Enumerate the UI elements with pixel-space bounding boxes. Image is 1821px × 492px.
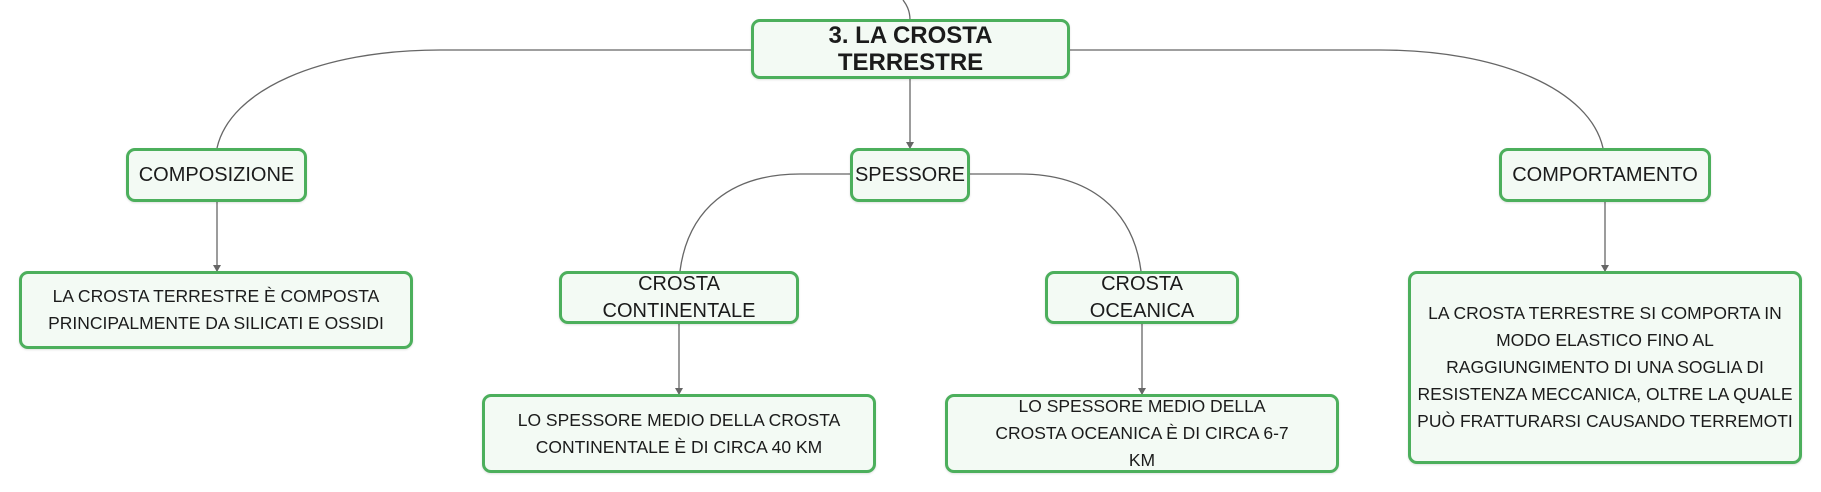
- connector-root-composizione: [216, 49, 752, 149]
- composizione-detail-node[interactable]: LA CROSTA TERRESTRE È COMPOSTA PRINCIPAL…: [19, 271, 413, 349]
- composizione-node[interactable]: COMPOSIZIONE: [126, 148, 307, 202]
- oceanica-detail-text: LO SPESSORE MEDIO DELLA CROSTA OCEANICA …: [995, 396, 1289, 470]
- crosta-oceanica-label: CROSTA OCEANICA: [1089, 272, 1195, 322]
- continentale-detail-text: LO SPESSORE MEDIO DELLA CROSTA CONTINENT…: [517, 409, 841, 457]
- connector-spessore-continentale: [679, 173, 851, 272]
- comportamento-node-label: COMPORTAMENTO: [1512, 163, 1698, 186]
- crosta-oceanica-node[interactable]: CROSTA OCEANICA: [1045, 271, 1239, 324]
- continentale-detail-node[interactable]: LO SPESSORE MEDIO DELLA CROSTA CONTINENT…: [482, 394, 876, 473]
- connector-root-comportamento: [1069, 49, 1604, 149]
- root-node-label: 3. LA CROSTA TERRESTRE: [828, 22, 993, 76]
- arrowhead-oceanica-detail: [1138, 388, 1146, 395]
- spessore-node-label: SPESSORE: [854, 163, 966, 186]
- connector-spessore-oceanica: [969, 173, 1142, 272]
- arrowhead-comportamento-detail: [1601, 265, 1609, 272]
- arrowhead-composizione-detail: [213, 265, 221, 272]
- arrowhead-spessore: [906, 142, 914, 149]
- spessore-node[interactable]: SPESSORE: [850, 148, 970, 202]
- composizione-node-label: COMPOSIZIONE: [138, 163, 295, 186]
- connector-root-parent: [902, 0, 911, 21]
- arrowhead-continentale-detail: [675, 388, 683, 395]
- root-node[interactable]: 3. LA CROSTA TERRESTRE: [751, 19, 1070, 79]
- oceanica-detail-node[interactable]: LO SPESSORE MEDIO DELLA CROSTA OCEANICA …: [945, 394, 1339, 473]
- comportamento-node[interactable]: COMPORTAMENTO: [1499, 148, 1711, 202]
- crosta-continentale-label: CROSTA CONTINENTALE: [602, 272, 756, 322]
- composizione-detail-text: LA CROSTA TERRESTRE È COMPOSTA PRINCIPAL…: [48, 286, 384, 333]
- comportamento-detail-node[interactable]: LA CROSTA TERRESTRE SI COMPORTA IN MODO …: [1408, 271, 1802, 464]
- crosta-continentale-node[interactable]: CROSTA CONTINENTALE: [559, 271, 799, 324]
- comportamento-detail-text: LA CROSTA TERRESTRE SI COMPORTA IN MODO …: [1417, 303, 1793, 431]
